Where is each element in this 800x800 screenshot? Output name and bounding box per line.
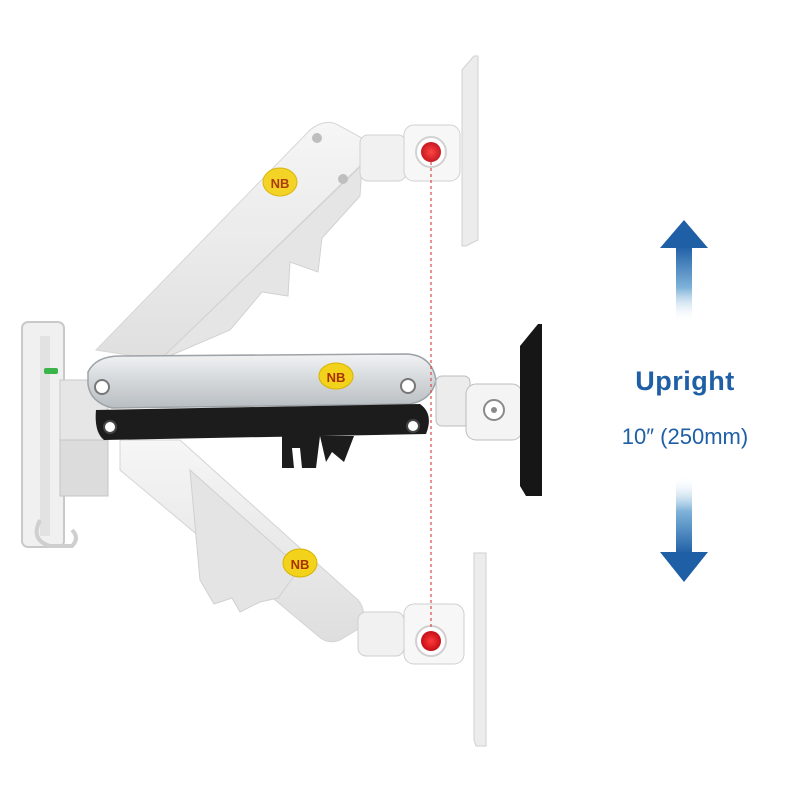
arm-upper-position: NB [94,55,479,361]
svg-text:NB: NB [271,176,290,191]
adjustment-range: 10″ (250mm) [621,424,749,449]
arm-main-position: NB [87,324,542,496]
monitor-main [520,324,542,496]
brand-logo-lower [282,548,318,578]
monitor-lower [473,552,487,747]
brand-logo-main [318,362,354,390]
pivot-marker-icon [415,136,447,168]
status-light-icon [44,368,58,374]
adjustment-title: Upright [635,366,735,396]
arrow-down-icon [660,476,708,582]
monitor-upper [461,55,479,247]
arm-lower-position: NB [119,439,487,747]
arm-main-bar [87,353,437,409]
gas-spring [95,404,429,440]
svg-text:NB: NB [291,557,310,572]
wall-mount-plate [21,321,109,548]
brand-logo-upper [262,167,298,197]
pivot-marker-icon [415,625,447,657]
svg-text:NB: NB [327,370,346,385]
arrow-up-icon [660,220,708,322]
